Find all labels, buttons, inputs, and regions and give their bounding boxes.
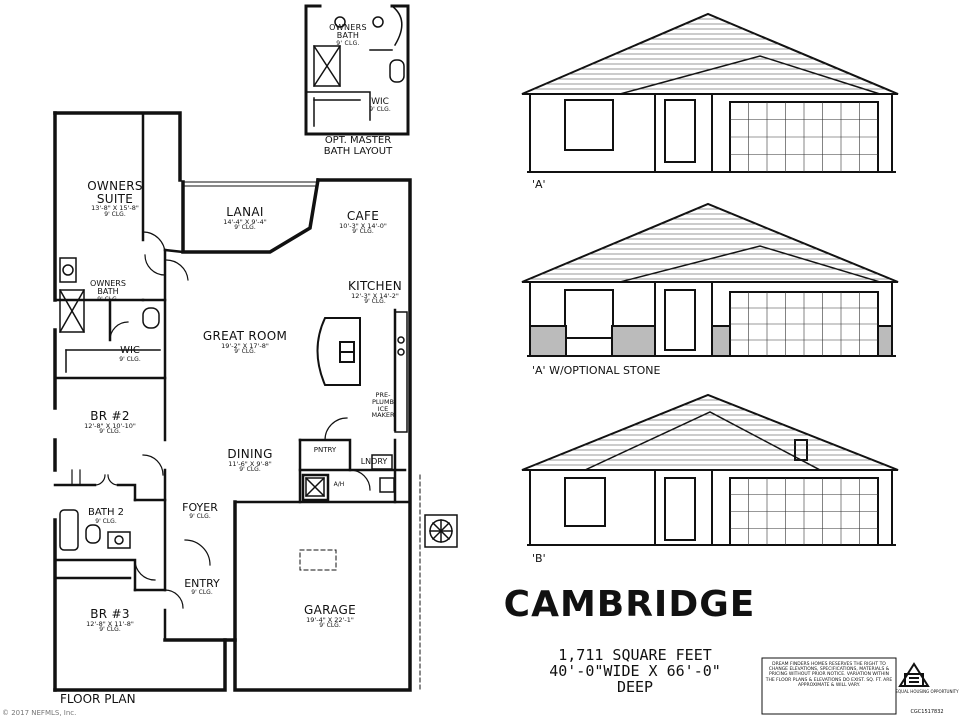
elevation-a-stone-caption: 'A' W/OPTIONAL STONE <box>532 364 661 377</box>
roof-shingles <box>529 18 891 545</box>
plan-title: CAMBRIDGE <box>503 584 756 625</box>
kitchen-dims: 12'-3" X 14'-2" <box>351 291 399 300</box>
owners-bath-ceiling: 9' CLG. <box>97 295 119 303</box>
pre-plumb-line4: MAKER <box>371 411 395 420</box>
attic-access <box>299 549 337 571</box>
fixtures <box>58 257 395 551</box>
great-room-label: GREAT ROOM 19'-2" X 17'-8" 9' CLG. <box>190 330 300 356</box>
license-number: CGC1517832 <box>910 709 944 715</box>
bath2-name: BATH 2 <box>87 507 125 518</box>
pantry-label: PNTRY <box>313 446 337 454</box>
bath2-label: BATH 2 9' CLG. <box>78 507 134 525</box>
pre-plumb-label: PRE- PLUMB ICE MAKER <box>366 392 400 419</box>
opt-bath-inset <box>304 4 410 136</box>
opt-owners-bath-label: OWNERS BATH 9' CLG. <box>318 23 378 47</box>
br3-ceiling: 9' CLG. <box>99 626 121 634</box>
opt-wic-label: WIC 9' CLG. <box>360 97 400 114</box>
opt-bath-caption-line2: BATH LAYOUT <box>323 145 393 157</box>
laundry-label: LNDRY <box>360 457 388 466</box>
cafe-dims: 10'-3" X 14'-0" <box>339 221 387 230</box>
br2-label: BR #2 12'-8" X 10'-10" 9' CLG. <box>70 410 150 436</box>
wic-ceiling: 9' CLG. <box>119 355 141 363</box>
foyer-ceiling: 9' CLG. <box>189 512 211 520</box>
ah-label: A/H <box>333 481 345 488</box>
lanai-ceiling: 9' CLG. <box>234 224 256 232</box>
owners-suite-ceiling: 9' CLG. <box>104 211 126 218</box>
door-swings <box>71 231 371 609</box>
equal-housing-logo <box>898 662 930 687</box>
pre-plumb-line3: ICE <box>377 404 389 413</box>
dining-ceiling: 9' CLG. <box>239 466 261 474</box>
entry-ceiling: 9' CLG. <box>191 588 213 596</box>
lanai-label: LANAI 14'-4" X 9'-4" 9' CLG. <box>210 206 280 232</box>
kitchen-name: KITCHEN <box>347 279 403 293</box>
owners-suite-dims: 13'-8" X 15'-8" <box>91 204 139 213</box>
elevation-a <box>521 12 899 173</box>
square-feet: 1,711 SQUARE FEET <box>558 646 712 664</box>
br2-ceiling: 9' CLG. <box>99 428 121 436</box>
elevation-a-stone <box>521 202 899 357</box>
equal-housing-text: EQUAL HOUSING OPPORTUNITY <box>895 689 959 694</box>
opt-owners-bath-ceiling: 9' CLG. <box>336 39 360 47</box>
kitchen-label: KITCHEN 12'-3" X 14'-2" 9' CLG. <box>340 280 410 306</box>
ac-unit <box>424 514 458 548</box>
opt-wic-name: WIC <box>371 97 389 107</box>
elevation-a-caption: 'A' <box>532 178 546 191</box>
br3-label: BR #3 12'-8" X 11'-8" 9' CLG. <box>70 608 150 634</box>
plan-depth: DEEP <box>616 678 654 696</box>
plan-size: 40'-0"WIDE X 66'-0" <box>549 662 721 680</box>
opt-wic-ceiling: 9' CLG. <box>369 106 391 114</box>
great-room-ceiling: 9' CLG. <box>234 348 256 356</box>
owners-bath-name: OWNERS BATH <box>90 279 126 297</box>
cafe-label: CAFE 10'-3" X 14'-0" 9' CLG. <box>328 210 398 236</box>
cafe-name: CAFE <box>346 209 380 223</box>
pre-plumb-line1: PRE- <box>375 391 391 399</box>
wic-name: WIC <box>120 345 140 356</box>
kitchen-island <box>316 317 361 386</box>
disclaimer-text: DREAM FINDERS HOMES RESERVES THE RIGHT T… <box>765 662 893 688</box>
opt-bath-caption: OPT. MASTER BATH LAYOUT <box>306 135 410 157</box>
dining-dims: 11'-6" X 9'-8" <box>228 459 272 468</box>
disclaimer-box <box>761 657 897 715</box>
kitchen-counter <box>394 311 408 433</box>
lanai-dims: 14'-4" X 9'-4" <box>223 217 267 226</box>
br3-dims: 12'-8" X 11'-8" <box>86 619 134 628</box>
elevation-b <box>521 393 899 546</box>
cafe-ceiling: 9' CLG. <box>352 228 374 236</box>
floor-plan-caption: FLOOR PLAN <box>60 692 136 706</box>
garage-name: GARAGE <box>303 603 357 617</box>
garage-dims: 19'-4" X 22'-1" <box>306 615 354 624</box>
owners-suite-label: OWNERS SUITE 13'-8" X 15'-8" 9' CLG. <box>70 180 160 218</box>
opt-bath-caption-line1: OPT. MASTER <box>324 135 392 146</box>
foyer-name: FOYER <box>182 501 218 514</box>
kitchen-ceiling: 9' CLG. <box>364 298 386 306</box>
dining-name: DINING <box>227 447 273 461</box>
br2-dims: 12'-8" X 10'-10" <box>84 421 136 430</box>
entry-label: ENTRY 9' CLG. <box>174 578 230 596</box>
copyright-watermark: © 2017 NEFMLS, Inc. <box>2 709 77 717</box>
exterior-walls <box>53 111 412 692</box>
garage-ceiling: 9' CLG. <box>319 622 341 630</box>
pre-plumb-line2: PLUMB <box>371 397 395 406</box>
wic-label: WIC 9' CLG. <box>110 345 150 363</box>
bath2-ceiling: 9' CLG. <box>95 517 117 525</box>
elevation-b-caption: 'B' <box>532 552 546 565</box>
dining-label: DINING 11'-6" X 9'-8" 9' CLG. <box>212 448 288 474</box>
opt-bath-interior <box>305 4 405 127</box>
entry-name: ENTRY <box>184 577 220 590</box>
foyer-label: FOYER 9' CLG. <box>172 502 228 520</box>
lanai-name: LANAI <box>226 205 264 219</box>
opt-owners-bath-name: OWNERS BATH <box>329 23 367 41</box>
owners-bath-label: OWNERS BATH 9' CLG. <box>80 279 136 303</box>
owners-suite-name: OWNERS SUITE <box>87 179 143 206</box>
br3-name: BR #3 <box>90 607 130 621</box>
br2-name: BR #2 <box>90 409 130 423</box>
great-room-dims: 19'-2" X 17'-8" <box>221 341 269 350</box>
great-room-name: GREAT ROOM <box>202 329 288 343</box>
garage-label: GARAGE 19'-4" X 22'-1" 9' CLG. <box>285 604 375 630</box>
